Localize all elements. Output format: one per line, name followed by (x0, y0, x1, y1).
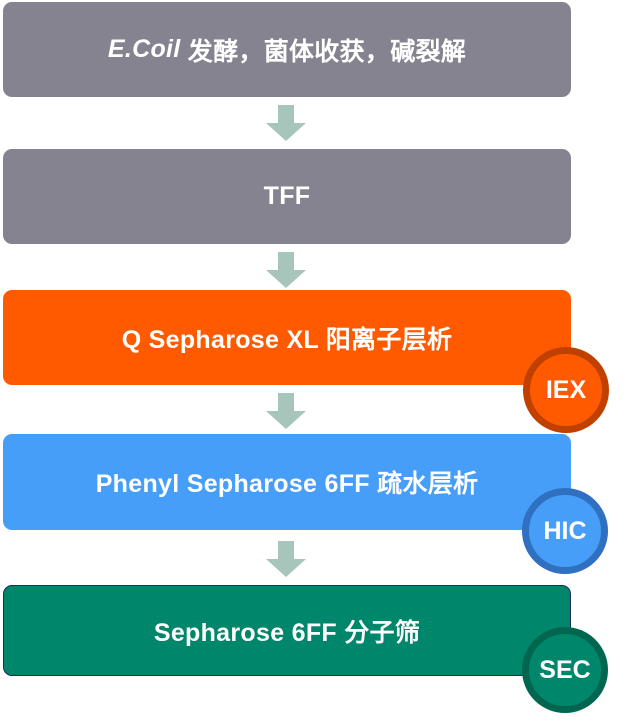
down-arrow-icon (266, 252, 306, 288)
down-arrow-icon (266, 105, 306, 141)
step-size-exclusion: Sepharose 6FF 分子筛 (3, 585, 571, 676)
step-label: 发酵，菌体收获，碱裂解 (180, 37, 467, 66)
step-hydrophobic-interaction: Phenyl Sepharose 6FF 疏水层析 (3, 434, 571, 530)
badge-sec: SEC (522, 627, 608, 713)
step-prefix: E.Coil (107, 35, 181, 63)
step-fermentation-harvest-lysis: E.Coil 发酵，菌体收获，碱裂解 (3, 2, 571, 97)
step-label: Sepharose 6FF 分子筛 (153, 618, 421, 647)
step-tff: TFF (3, 149, 571, 244)
step-label: Phenyl Sepharose 6FF 疏水层析 (95, 470, 479, 498)
step-label: Q Sepharose XL 阳离子层析 (121, 325, 453, 354)
badge-label: IEX (545, 375, 587, 404)
badge-label: HIC (543, 516, 587, 545)
down-arrow-icon (266, 393, 306, 429)
badge-label: SEC (539, 655, 591, 684)
step-ion-exchange: Q Sepharose XL 阳离子层析 (3, 290, 571, 385)
down-arrow-icon (266, 541, 306, 577)
step-label: TFF (263, 182, 311, 210)
badge-iex: IEX (523, 347, 609, 433)
badge-hic: HIC (522, 488, 608, 574)
